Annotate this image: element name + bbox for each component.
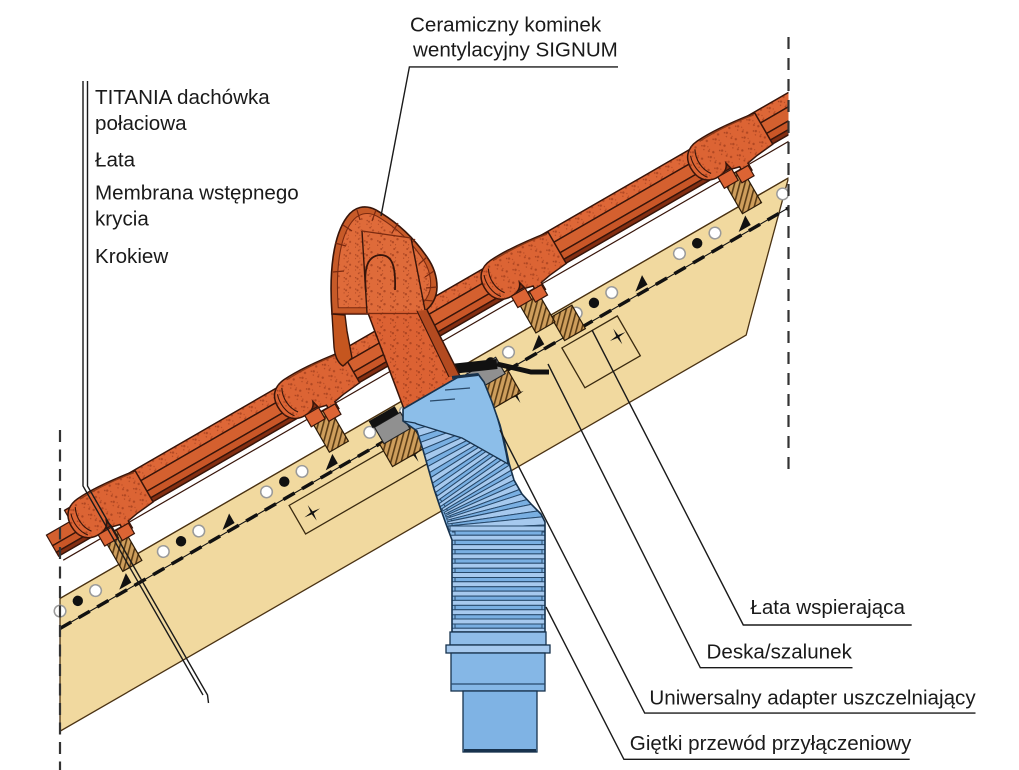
svg-text:Deska/szalunek: Deska/szalunek — [707, 640, 853, 663]
svg-text:Ceramiczny kominek: Ceramiczny kominek — [410, 14, 602, 37]
svg-text:Łata: Łata — [95, 149, 136, 172]
svg-text:Łata wspierająca: Łata wspierająca — [750, 596, 905, 619]
svg-text:Krokiew: Krokiew — [95, 245, 168, 268]
svg-text:połaciowa: połaciowa — [95, 112, 187, 135]
svg-text:Membrana wstępnego: Membrana wstępnego — [95, 182, 299, 205]
svg-text:wentylacyjny SIGNUM: wentylacyjny SIGNUM — [412, 38, 618, 61]
svg-text:krycia: krycia — [95, 208, 149, 231]
svg-text:Uniwersalny adapter uszczelnia: Uniwersalny adapter uszczelniający — [649, 686, 976, 709]
svg-text:TITANIA dachówka: TITANIA dachówka — [95, 86, 270, 109]
svg-text:Giętki przewód przyłączeniowy: Giętki przewód przyłączeniowy — [630, 732, 912, 755]
